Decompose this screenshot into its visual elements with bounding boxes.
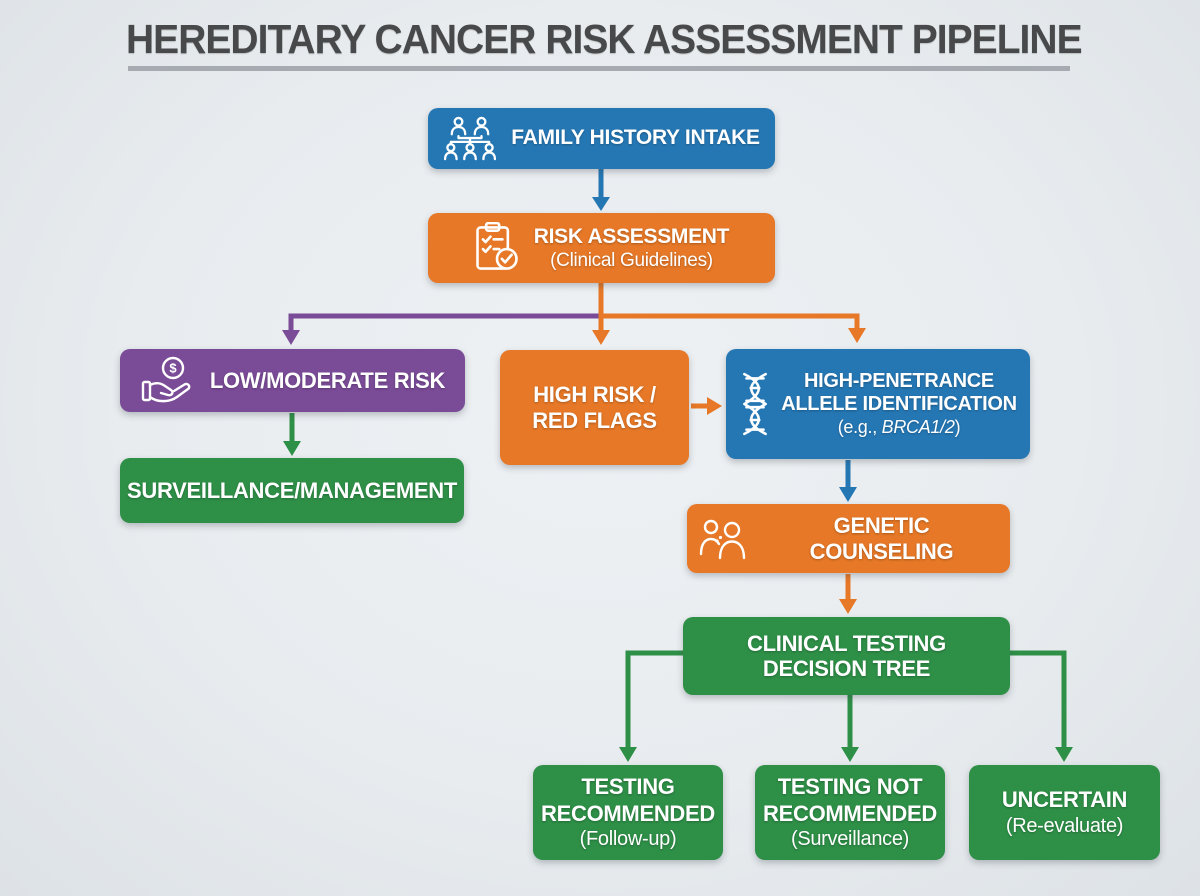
- node-label: RISK ASSESSMENT (Clinical Guidelines): [533, 224, 730, 271]
- node-risk-assessment: RISK ASSESSMENT (Clinical Guidelines): [428, 213, 775, 283]
- node-low-moderate-risk: $ LOW/MODERATE RISK: [120, 349, 465, 412]
- counselor-patient-icon: [699, 519, 746, 559]
- node-label: HIGH RISK / RED FLAGS: [532, 382, 657, 433]
- hand-coin-icon: $: [141, 356, 191, 402]
- gene-name: BRCA1/2: [881, 417, 955, 438]
- title-underline: [128, 66, 1070, 71]
- node-testing-not-recommended: TESTING NOT RECOMMENDED (Surveillance): [755, 765, 945, 860]
- node-label: SURVEILLANCE/MANAGEMENT: [126, 477, 458, 503]
- node-testing-recommended: TESTING RECOMMENDED (Follow-up): [533, 765, 723, 860]
- node-label: GENETIC COUNSELING: [809, 513, 954, 564]
- node-high-risk-red-flags: HIGH RISK / RED FLAGS: [500, 350, 689, 465]
- node-clinical-testing-decision-tree: CLINICAL TESTING DECISION TREE: [683, 617, 1010, 695]
- clipboard-checklist-icon: [475, 222, 518, 270]
- node-label: CLINICAL TESTING DECISION TREE: [747, 630, 946, 681]
- node-genetic-counseling: GENETIC COUNSELING: [687, 504, 1010, 573]
- node-label: LOW/MODERATE RISK: [209, 367, 446, 393]
- node-surveillance-management: SURVEILLANCE/MANAGEMENT: [120, 458, 464, 523]
- svg-text:$: $: [169, 360, 177, 375]
- node-label: TESTING NOT RECOMMENDED (Surveillance): [763, 774, 937, 850]
- dna-helix-icon: [743, 372, 768, 436]
- page-title: HEREDITARY CANCER RISK ASSESSMENT PIPELI…: [126, 16, 1083, 62]
- node-label: HIGH-PENETRANCE ALLELE IDENTIFICATION (e…: [781, 370, 1017, 438]
- family-pedigree-icon: [444, 116, 497, 160]
- node-uncertain: UNCERTAIN (Re-evaluate): [969, 765, 1160, 860]
- node-label: FAMILY HISTORY INTAKE: [511, 126, 760, 150]
- node-label: UNCERTAIN (Re-evaluate): [1001, 787, 1128, 837]
- node-family-history-intake: FAMILY HISTORY INTAKE: [428, 108, 775, 169]
- node-label: TESTING RECOMMENDED (Follow-up): [541, 774, 715, 850]
- node-high-penetrance-allele-identification: HIGH-PENETRANCE ALLELE IDENTIFICATION (e…: [726, 349, 1030, 459]
